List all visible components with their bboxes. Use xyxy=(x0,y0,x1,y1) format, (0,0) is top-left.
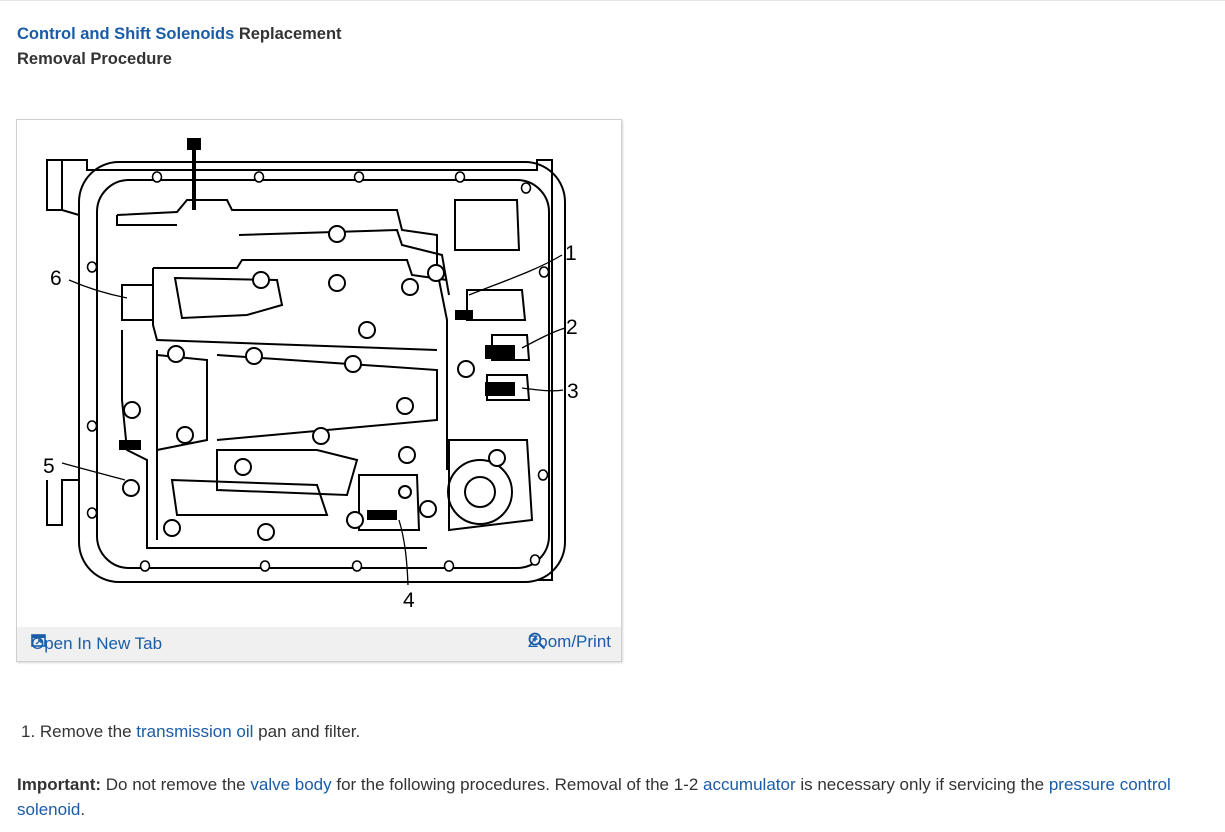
zoom-print-label: Zoom/Print xyxy=(527,632,611,651)
important-text-2: for the following procedures. Removal of… xyxy=(331,775,704,794)
open-in-new-tab-label: Open In New Tab xyxy=(31,634,163,653)
step-1: 1. Remove the transmission oil pan and f… xyxy=(21,722,360,742)
callout-5: 5 xyxy=(43,455,55,478)
solenoid-diagram[interactable]: 1 2 3 4 5 6 xyxy=(17,120,621,626)
figure-toolbar: Open In New Tab Zoom/Print xyxy=(17,627,621,661)
important-text-1: Do not remove the xyxy=(101,775,251,794)
important-label: Important: xyxy=(17,775,102,794)
page-header: Control and Shift Solenoids Replacement … xyxy=(17,22,342,72)
open-new-tab-icon xyxy=(31,634,46,647)
zoom-print-button[interactable]: Zoom/Print xyxy=(528,632,611,652)
page-title: Control and Shift Solenoids Replacement xyxy=(17,22,342,47)
important-note: Important: Do not remove the valve body … xyxy=(17,772,1222,822)
callout-6: 6 xyxy=(50,267,62,290)
callout-2: 2 xyxy=(566,316,578,339)
callout-1: 1 xyxy=(565,242,577,265)
step-1-suffix: pan and filter. xyxy=(253,722,361,741)
title-rest: Replacement xyxy=(238,25,342,43)
zoom-in-icon xyxy=(528,632,546,650)
pressure-control-solenoid-link[interactable]: pressure control solenoid xyxy=(17,775,1171,819)
valve-body-link[interactable]: valve body xyxy=(250,775,332,794)
accumulator-link[interactable]: accumulator xyxy=(703,775,796,794)
callout-4: 4 xyxy=(403,589,415,612)
figure-panel: 1 2 3 4 5 6 Open In New Tab Zoom/Print xyxy=(16,119,622,662)
page-subtitle: Removal Procedure xyxy=(17,50,172,68)
important-text-3: is necessary only if servicing the xyxy=(795,775,1049,794)
open-in-new-tab-button[interactable]: Open In New Tab xyxy=(31,634,162,654)
callout-3: 3 xyxy=(567,380,579,403)
important-text-4: . xyxy=(80,800,86,819)
title-link[interactable]: Control and Shift Solenoids xyxy=(17,25,235,43)
transmission-oil-link[interactable]: transmission oil xyxy=(136,722,254,741)
top-divider xyxy=(0,0,1225,1)
step-1-prefix: 1. Remove the xyxy=(21,722,137,741)
